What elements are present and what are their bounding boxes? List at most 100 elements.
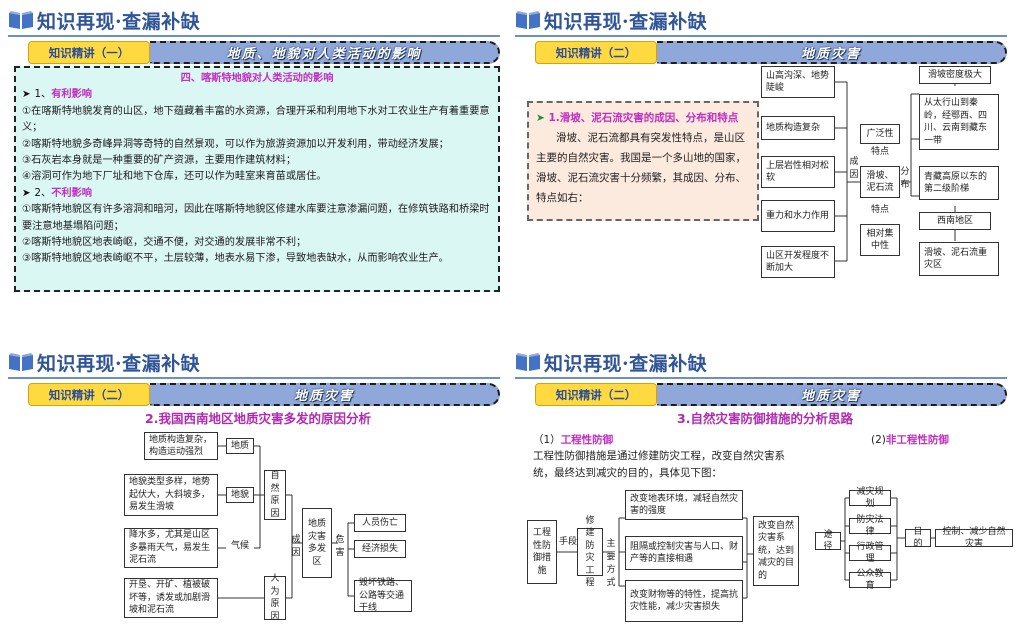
section-heading: 3.自然灾害防御措施的分析思路	[677, 411, 853, 426]
factor-box: 地质	[226, 438, 254, 454]
way-box: 改变财物等的特性，提高抗灾性能，减少灾害损失	[625, 580, 743, 622]
section-label: 知识精讲（二）	[28, 383, 150, 406]
route-item-box: 减灾规划	[849, 487, 891, 509]
section-label: 知识精讲（一）	[28, 41, 150, 64]
distribution-box: 西南地区	[919, 212, 991, 230]
distribution-box: 青藏高原以东的第二级阶梯	[919, 166, 999, 200]
route-item-box: 行政管理	[849, 542, 891, 564]
panel-karst: 知识再现·查漏补缺 知识精讲（一） 地质、地貌对人类活动的影响 四、喀斯特地貌对…	[8, 6, 508, 316]
header-title: 知识再现·查漏补缺	[544, 352, 708, 375]
book-icon	[9, 11, 33, 29]
detail-box: 开垦、开矿、植被破坏等，诱发或加剧滑坡和泥石流	[124, 578, 218, 618]
karst-content-box: 四、喀斯特地貌对人类活动的影响 ➤1、有利影响 ①在喀斯特地貌发育的山区，地下蕴…	[14, 66, 500, 292]
factor-box: 地貌	[226, 487, 254, 503]
favorable-item: ④溶洞可作为地下厂址和地下仓库，还可以作为畦室来育苗或居住。	[22, 171, 327, 183]
book-icon	[516, 11, 540, 29]
header-divider	[515, 377, 1007, 379]
connector-lines	[835, 76, 956, 262]
section-bar: 知识精讲（二） 地质灾害	[535, 41, 1007, 64]
cause-label: 成因	[291, 535, 301, 558]
unfavorable-heading: ➤2、不利影响	[22, 187, 92, 199]
favorable-item: ③石灰岩本身就是一种重要的矿产资源，主要用作建筑材料；	[22, 155, 297, 167]
section-bar: 知识精讲（二） 地质灾害	[535, 383, 1007, 406]
build-box: 修建防灾工程	[577, 516, 603, 588]
harm-box: 毁坏铁路、公路等交通干线	[354, 578, 412, 613]
harm-box: 经济损失	[354, 540, 406, 558]
feature-box: 广泛性	[860, 124, 900, 144]
header-title: 知识再现·查漏补缺	[37, 352, 201, 375]
karst-heading: 四、喀斯特地貌对人类活动的影响	[180, 73, 334, 84]
engineering-label: （1）工程性防御	[533, 434, 614, 446]
engineering-text: 工程性防御措施是通过修建防灾工程，改变自然灾害系统，最终达到减灾的目的，具体见下…	[533, 450, 785, 479]
connector-lines	[557, 497, 935, 599]
harm-label: 危害	[335, 535, 345, 558]
eng-start-box: 工程性防御措施	[527, 520, 557, 584]
distribution-label: 分布	[900, 167, 910, 190]
section-title: 地质灾害	[150, 383, 500, 406]
panel-landslide: 知识再现·查漏补缺 知识精讲（二） 地质灾害 ➤ 1.滑坡、泥石流灾害的成因、分…	[515, 6, 1015, 316]
feature-box: 相对集中性	[860, 224, 900, 256]
favorable-item: ①在喀斯特地貌发育的山区，地下蕴藏着丰富的水资源，合理开采和利用地下水对工农业生…	[22, 105, 490, 134]
section-bar: 知识精讲（一） 地质、地貌对人类活动的影响	[28, 41, 500, 64]
detail-box: 地质构造复杂，构造运动强烈	[144, 432, 218, 460]
mode-label: 主要方式	[606, 539, 616, 588]
way-box: 阻隔或控制灾害与人口、财产等的直接相遇	[625, 536, 743, 570]
distribution-box: 从太行山到秦岭，经鄂西、四川、云南到藏东一带	[919, 94, 999, 150]
connector-lines	[218, 445, 354, 599]
factor-label: 气候	[230, 541, 249, 551]
header-title: 知识再现·查漏补缺	[37, 10, 201, 33]
noneng-result-box: 控制、减少自然灾害	[935, 527, 1013, 549]
route-box: 途径	[815, 530, 841, 552]
favorable-heading: ➤1、有利影响	[22, 89, 92, 101]
panel-defense: 知识再现·查漏补缺 知识精讲（二） 地质灾害 3.自然灾害防御措施的分析思路 （…	[515, 348, 1015, 642]
cause-box: 山区开发程度不断加大	[761, 246, 835, 278]
panel-header: 知识再现·查漏补缺	[515, 6, 707, 34]
natural-cause-box: 自然原因	[264, 470, 286, 520]
eng-result-box: 改变自然灾害系统，达到减灾的目的	[753, 516, 799, 586]
section-title: 地质、地貌对人类活动的影响	[150, 41, 500, 64]
landslide-note: ➤ 1.滑坡、泥石流灾害的成因、分布和特点 滑坡、泥石流都具有突发性特点，是山区…	[527, 101, 759, 221]
way-box: 改变地表环境，减轻自然灾害的强度	[625, 490, 743, 520]
non-engineering-label: (2)非工程性防御	[871, 434, 949, 446]
unfavorable-item: ①喀斯特地貌区有许多溶洞和暗河，因此在喀斯特地貌区修建水库要注意渗漏问题，在修筑…	[22, 204, 490, 232]
cause-box: 地质构造复杂	[761, 116, 835, 140]
section-label: 知识精讲（二）	[535, 41, 657, 64]
cause-label: 成因	[849, 157, 859, 180]
section-bar: 知识精讲（二） 地质灾害	[28, 383, 500, 406]
book-icon	[9, 353, 33, 371]
header-divider	[8, 35, 500, 37]
unfavorable-item: ③喀斯特地貌区地表崎岖不平，土层较薄，地表水易下渗，导致地表缺水，从而影响农业生…	[22, 253, 449, 265]
panel-header: 知识再现·查漏补缺	[8, 348, 200, 376]
panel-header: 知识再现·查漏补缺	[8, 6, 200, 34]
section-heading: 2.我国西南地区地质灾害多发的原因分析	[145, 411, 371, 426]
favorable-item: ②喀斯特地貌多奇峰异洞等奇特的自然景观，可以作为旅游资源加以开发利用，带动经济发…	[22, 138, 449, 150]
section-title: 地质灾害	[657, 41, 1007, 64]
detail-box: 降水多，尤其是山区多暴雨天气，易发生泥石流	[124, 528, 218, 568]
center-box: 地质灾害多发区	[302, 508, 332, 578]
note-heading: ➤ 1.滑坡、泥石流灾害的成因、分布和特点	[536, 112, 739, 124]
unfavorable-item: ②喀斯特地貌区地表崎岖，交通不便，对交通的发展非常不利；	[22, 237, 307, 249]
header-title: 知识再现·查漏补缺	[544, 10, 708, 33]
route-item-box: 防灾法律	[849, 515, 891, 537]
note-body: 滑坡、泥石流都具有突发性特点，是山区主要的自然灾害。我国是一个多山地的国家，滑坡…	[536, 132, 746, 204]
section-label: 知识精讲（二）	[535, 383, 657, 406]
distribution-box: 滑坡密度极大	[919, 66, 991, 84]
route-item-box: 公众教育	[849, 569, 891, 591]
distribution-box: 滑坡、泥石流重灾区	[919, 242, 999, 276]
header-divider	[8, 377, 500, 379]
panel-header: 知识再现·查漏补缺	[515, 348, 707, 376]
book-icon	[516, 353, 540, 371]
means-label: 手段	[559, 537, 578, 547]
section-title: 地质灾害	[657, 383, 1007, 406]
cause-box: 上层岩性相对松软	[761, 156, 835, 188]
cause-box: 重力和水力作用	[761, 200, 835, 232]
feature-label: 特点	[870, 147, 889, 157]
header-divider	[515, 35, 1007, 37]
cause-box: 山高沟深、地势陡峻	[761, 66, 835, 98]
human-cause-box: 人为原因	[264, 574, 286, 622]
center-box: 滑坡、泥石流	[860, 166, 900, 198]
detail-box: 地貌类型多样，地势起伏大，大斜坡多，易发生滑坡	[124, 474, 218, 516]
feature-label: 特点	[870, 205, 889, 215]
panel-southwest: 知识再现·查漏补缺 知识精讲（二） 地质灾害 2.我国西南地区地质灾害多发的原因…	[8, 348, 508, 642]
harm-box: 人员伤亡	[354, 514, 406, 532]
